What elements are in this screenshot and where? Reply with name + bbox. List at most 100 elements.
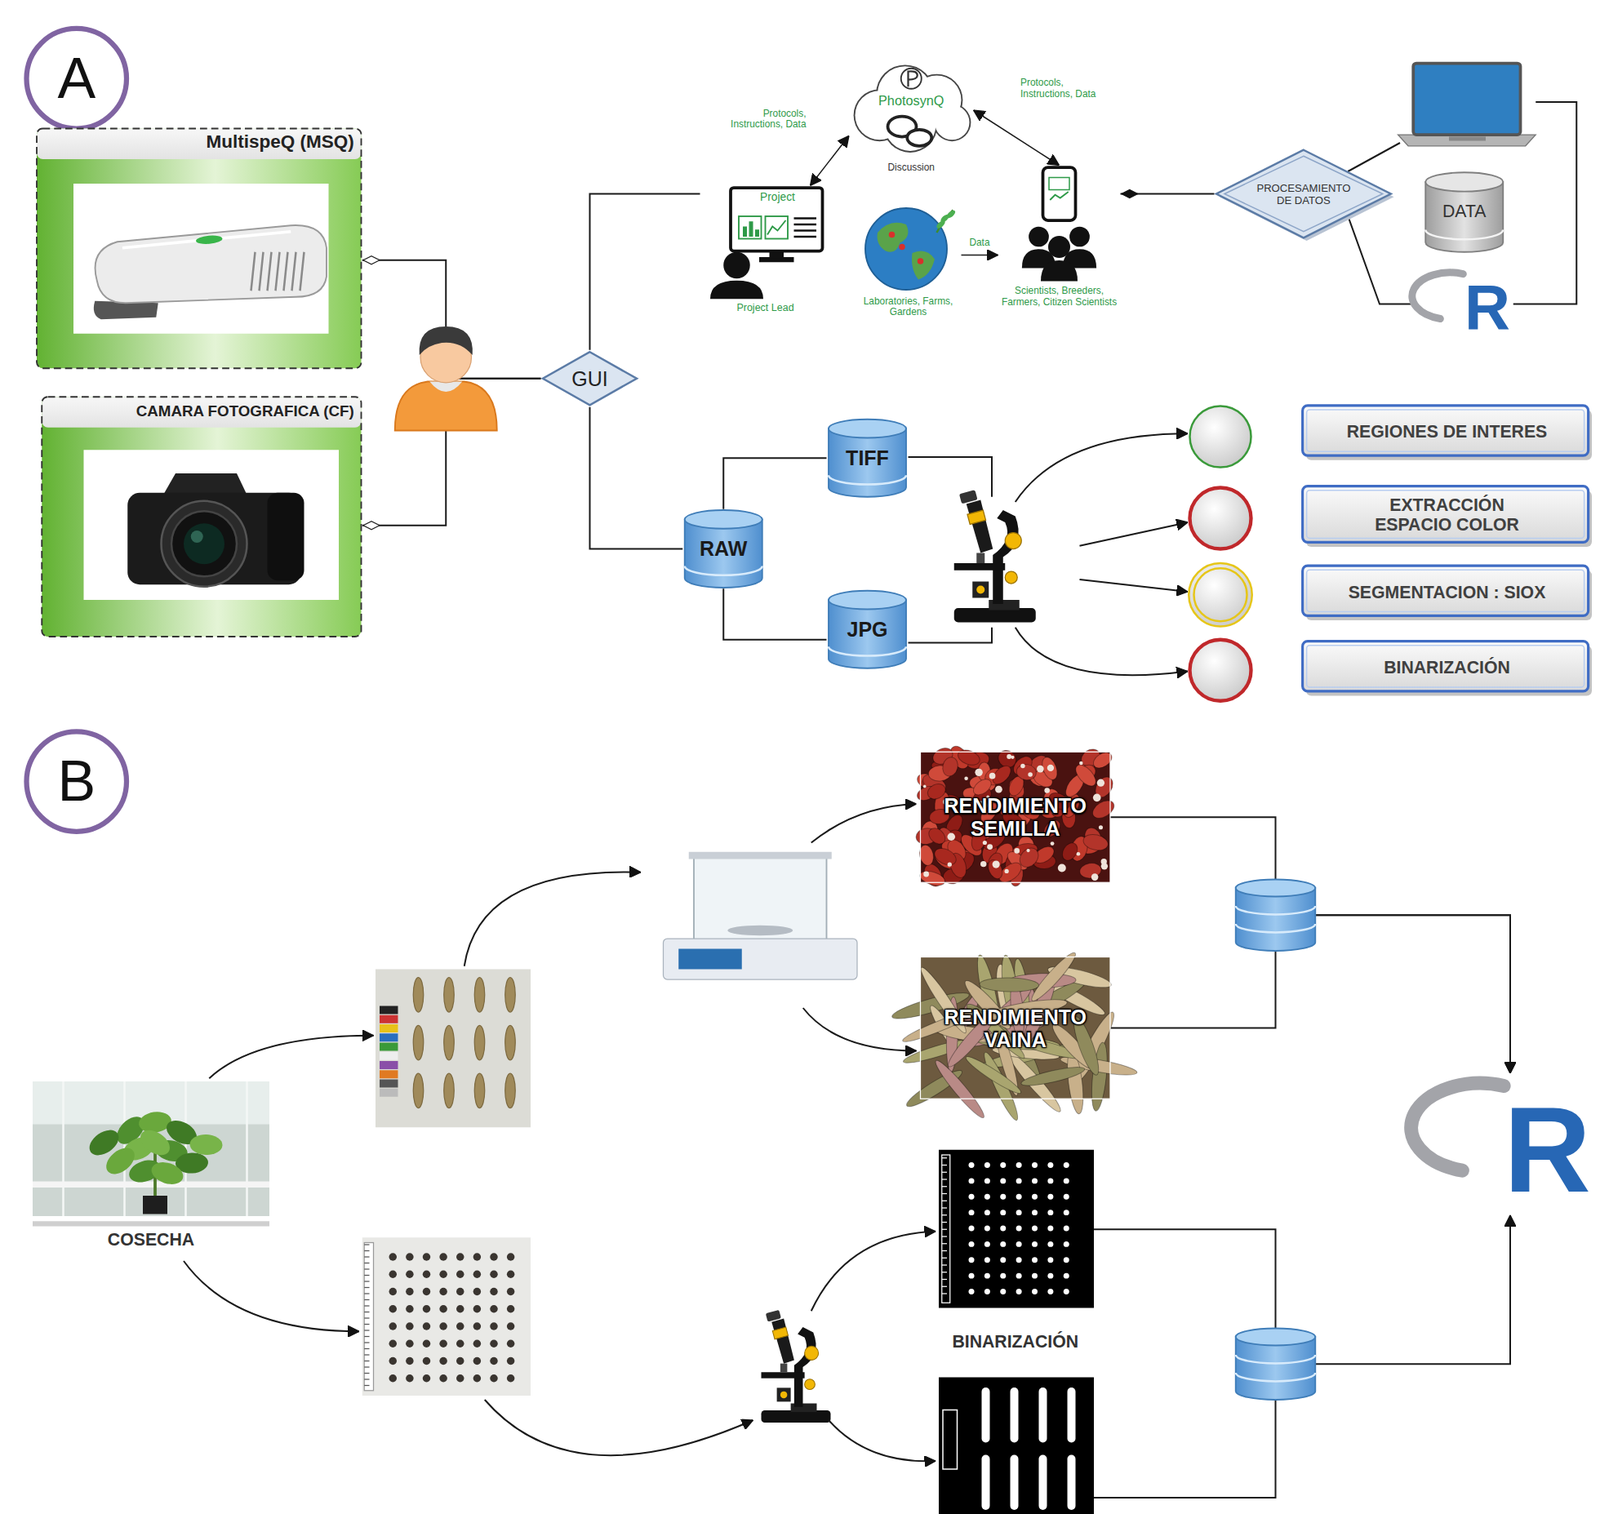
seeds-photo xyxy=(362,1237,531,1396)
seed-dot xyxy=(489,1288,498,1296)
seed-dot xyxy=(389,1253,398,1261)
binary-scale-tick xyxy=(942,1214,947,1216)
binary-seed xyxy=(1031,1273,1038,1280)
seed-dot xyxy=(489,1340,498,1348)
cylinder-top xyxy=(1235,1328,1316,1347)
panel-letter-text: B xyxy=(22,748,132,814)
seed-speckle xyxy=(1044,787,1050,794)
seed-dot xyxy=(456,1322,465,1330)
person-head xyxy=(723,252,751,280)
seed-speckle xyxy=(1050,841,1055,846)
microscope-stage xyxy=(761,1372,805,1378)
text-line-glyph xyxy=(794,229,818,232)
seed-dot xyxy=(439,1271,448,1279)
binary-seed xyxy=(1000,1177,1006,1184)
laptop-screen xyxy=(1413,63,1520,136)
binary-seed xyxy=(1000,1194,1006,1200)
box-label: EXTRACCIÓN ESPACIO COLOR xyxy=(1355,497,1539,536)
device-highlight xyxy=(122,231,291,249)
microscope-eyepiece xyxy=(959,489,978,504)
panel-b-illustration xyxy=(183,804,1511,1514)
ruler-tick xyxy=(364,1342,369,1343)
binary-seed xyxy=(1000,1273,1006,1280)
database-cylinder: DATA xyxy=(1423,171,1506,254)
seed-dot xyxy=(389,1288,398,1296)
process-diamond: PROCESAMIENTO DE DATOS xyxy=(1214,147,1394,240)
seed-speckle xyxy=(1098,825,1103,830)
box-label: SEGMENTACION : SIOX xyxy=(1301,582,1594,603)
camera-hump xyxy=(163,473,248,495)
panel-letter: A xyxy=(22,25,132,132)
box-label: BINARIZACIÓN xyxy=(1301,658,1594,679)
connector xyxy=(810,135,850,186)
seed-dot xyxy=(489,1271,498,1279)
binary-seed xyxy=(1016,1273,1023,1280)
photo-title: RENDIMIENTO SEMILLA xyxy=(920,795,1112,840)
microscope-eyepiece xyxy=(765,1310,782,1323)
edge-label: Protocols, Instructions, Data xyxy=(724,108,807,131)
wire xyxy=(1347,142,1400,172)
bean-pod xyxy=(963,1053,1024,1098)
seed-yield-photo: RENDIMIENTO SEMILLA xyxy=(920,751,1112,883)
wire xyxy=(1093,1229,1276,1330)
cylinder-label: RAW xyxy=(682,537,765,561)
seed-speckle xyxy=(964,777,969,782)
ruler-tick xyxy=(364,1262,369,1264)
binary-seed xyxy=(1047,1288,1054,1295)
seed-dot xyxy=(405,1271,414,1279)
ruler-tick xyxy=(364,1336,369,1338)
microscope-stage xyxy=(954,563,1006,571)
pod xyxy=(505,1025,516,1061)
r-logo: R xyxy=(1413,1073,1596,1213)
ruler-tick xyxy=(364,1275,369,1276)
seed-speckle xyxy=(989,773,996,780)
cloud-node: PhotosynQDiscussion xyxy=(848,59,974,181)
status-circle-inner xyxy=(1194,568,1248,622)
binary-seed xyxy=(1016,1241,1023,1248)
binary-scale-tick xyxy=(942,1200,947,1202)
seed-dot xyxy=(389,1271,398,1279)
arrow xyxy=(811,804,917,844)
seed-dot xyxy=(422,1305,432,1313)
ruler-tick xyxy=(364,1385,369,1387)
person-head xyxy=(1048,235,1071,258)
binary-seed xyxy=(984,1257,991,1263)
seed-dot xyxy=(506,1288,516,1296)
binary-scale-tick xyxy=(942,1264,947,1266)
binary-seed xyxy=(1063,1257,1070,1263)
wire xyxy=(908,627,993,644)
binary-seed xyxy=(968,1177,975,1184)
chat-bubble xyxy=(906,129,932,147)
seed-dot xyxy=(405,1357,414,1365)
chart-frame xyxy=(738,216,762,240)
cylinder-body xyxy=(1235,888,1316,952)
microscope-symbol xyxy=(761,1310,832,1423)
binary-scale-tick xyxy=(942,1235,947,1237)
seed-dot xyxy=(489,1322,498,1330)
bean-seed xyxy=(1081,832,1110,854)
wire xyxy=(1315,1215,1511,1365)
step-label: BINARIZACIÓN xyxy=(918,1333,1113,1353)
seed-speckle xyxy=(1079,761,1083,765)
binary-scale-tick xyxy=(942,1164,947,1166)
map-pin xyxy=(888,231,896,239)
binary-pod xyxy=(1067,1387,1076,1444)
microscope-knob xyxy=(1004,571,1018,584)
seed-speckle xyxy=(1101,862,1108,870)
binary-seed xyxy=(1063,1162,1070,1169)
color-chart-patch xyxy=(379,1043,399,1052)
plant-pot xyxy=(142,1195,168,1215)
microscope-objective xyxy=(780,1364,788,1374)
binary-seed xyxy=(1000,1241,1006,1248)
binary-pod xyxy=(1039,1455,1048,1512)
binary-image xyxy=(938,1150,1094,1309)
color-chart-patch xyxy=(379,1061,399,1070)
ruler-tick xyxy=(364,1324,369,1325)
seed-dot xyxy=(439,1340,448,1348)
caption-band xyxy=(32,1221,270,1227)
microscope-lamp xyxy=(777,1387,792,1402)
microscope-lamp-light xyxy=(780,1391,788,1400)
seed-dot xyxy=(405,1288,414,1296)
binary-seed xyxy=(1063,1209,1070,1216)
microscope-symbol xyxy=(954,489,1036,623)
